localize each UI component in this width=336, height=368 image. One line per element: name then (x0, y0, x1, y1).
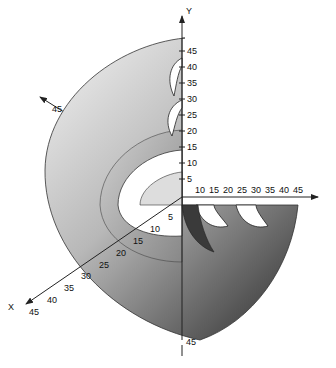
tick-label: 10 (195, 185, 205, 195)
tick-label: 45 (186, 337, 196, 347)
tick-label: 35 (265, 185, 275, 195)
tick-label: 15 (133, 236, 143, 246)
tick-label: 35 (187, 78, 197, 88)
tick-label: 45 (187, 46, 197, 56)
tick-label: 45 (52, 104, 62, 114)
tick-label: 5 (187, 174, 192, 184)
tick-label: 20 (116, 248, 126, 258)
tick-label: 30 (251, 185, 261, 195)
tick-label: 45 (293, 185, 303, 195)
tick-label: 10 (187, 158, 197, 168)
tick-label: 15 (187, 142, 197, 152)
tick-label: 25 (237, 185, 247, 195)
tick-label: 30 (187, 94, 197, 104)
tick-label: 20 (187, 126, 197, 136)
tick-label: 40 (279, 185, 289, 195)
axis-name: Y (186, 6, 192, 16)
tick-label: 35 (64, 283, 74, 293)
tick-label: 45 (29, 307, 39, 317)
axis-name: X (8, 302, 14, 312)
tick-label: 10 (150, 224, 160, 234)
tick-label: 20 (223, 185, 233, 195)
tick-label: 15 (209, 185, 219, 195)
tick-label: 30 (81, 271, 91, 281)
tick-label: 40 (47, 295, 57, 305)
tick-label: 5 (168, 212, 173, 222)
tick-label: 25 (187, 110, 197, 120)
tick-label: 25 (99, 260, 109, 270)
tick-label: 40 (187, 62, 197, 72)
